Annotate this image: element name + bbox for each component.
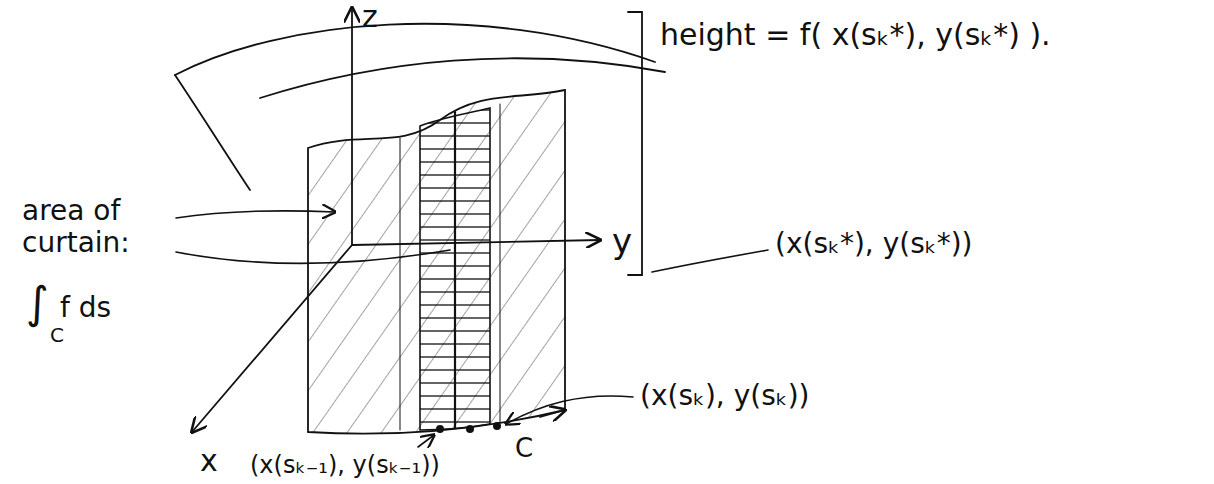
leader-lines-part: [652, 250, 768, 272]
curve-subscript: C: [50, 324, 64, 347]
axes: [192, 8, 600, 432]
leader-lines-part: [176, 250, 450, 263]
integral-sign: ∫: [26, 278, 49, 329]
leader-lines-part: [506, 396, 633, 424]
curtain-note: area of curtain:: [22, 195, 172, 259]
surface-part: [175, 24, 655, 75]
point-label: (x(sₖ), y(sₖ)): [640, 380, 810, 412]
sample-points-part: [466, 425, 474, 433]
curtain-part: [400, 138, 401, 430]
axes-part: [351, 8, 353, 245]
curtain-part: [540, 410, 565, 417]
axes-part: [192, 245, 352, 432]
curtain-part: [454, 112, 456, 428]
curtain-part: [420, 108, 490, 430]
sample-points-part: [493, 422, 501, 430]
surface-part: [260, 58, 665, 98]
surface-part: [175, 75, 250, 190]
curve-label: C: [515, 434, 533, 464]
point-label: (x(sₖ₋₁), y(sₖ₋₁)): [250, 452, 440, 480]
axes-part: [352, 240, 600, 245]
curtain-part: [500, 104, 501, 422]
sample-points-part: [436, 425, 444, 433]
axis-label: z: [362, 0, 378, 35]
integrand: f ds: [60, 292, 111, 324]
axis-label: y: [612, 222, 632, 261]
sample-points: [436, 422, 501, 433]
leader-lines-part: [176, 211, 335, 218]
axis-label: x: [200, 444, 218, 479]
height-formula: height = f( x(sₖ*), y(sₖ*) ).: [660, 18, 1051, 53]
point-label: (x(sₖ*), y(sₖ*)): [775, 228, 973, 260]
leader-lines-part: [418, 435, 434, 447]
